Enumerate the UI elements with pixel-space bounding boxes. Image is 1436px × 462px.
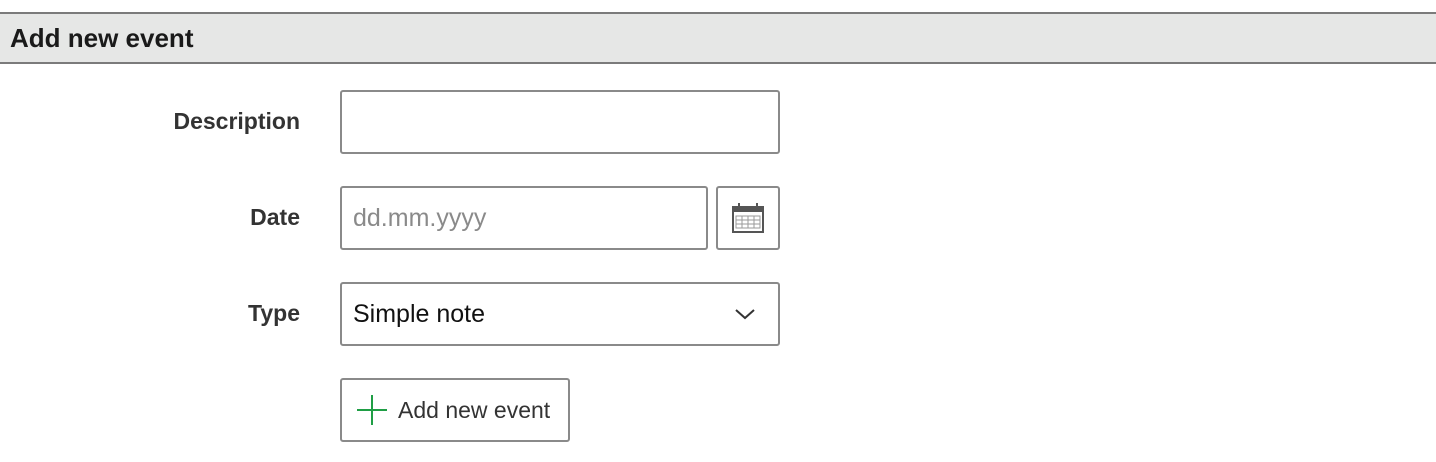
description-input[interactable] — [342, 92, 778, 152]
date-field-box — [340, 186, 708, 250]
description-label: Description — [173, 108, 300, 134]
panel-header: Add new event — [0, 12, 1436, 64]
chevron-down-icon — [735, 309, 755, 320]
type-select[interactable]: Simple note — [340, 282, 780, 346]
description-field-box — [340, 90, 780, 154]
date-input[interactable] — [342, 188, 706, 248]
type-select-value: Simple note — [353, 299, 486, 328]
calendar-button[interactable] — [716, 186, 780, 250]
add-new-event-label: Add new event — [398, 396, 551, 423]
plus-icon — [357, 395, 387, 425]
calendar-icon — [732, 203, 764, 233]
add-new-event-button[interactable]: Add new event — [340, 378, 570, 442]
panel-title: Add new event — [10, 22, 194, 53]
type-label: Type — [248, 300, 300, 326]
date-label: Date — [250, 204, 300, 230]
